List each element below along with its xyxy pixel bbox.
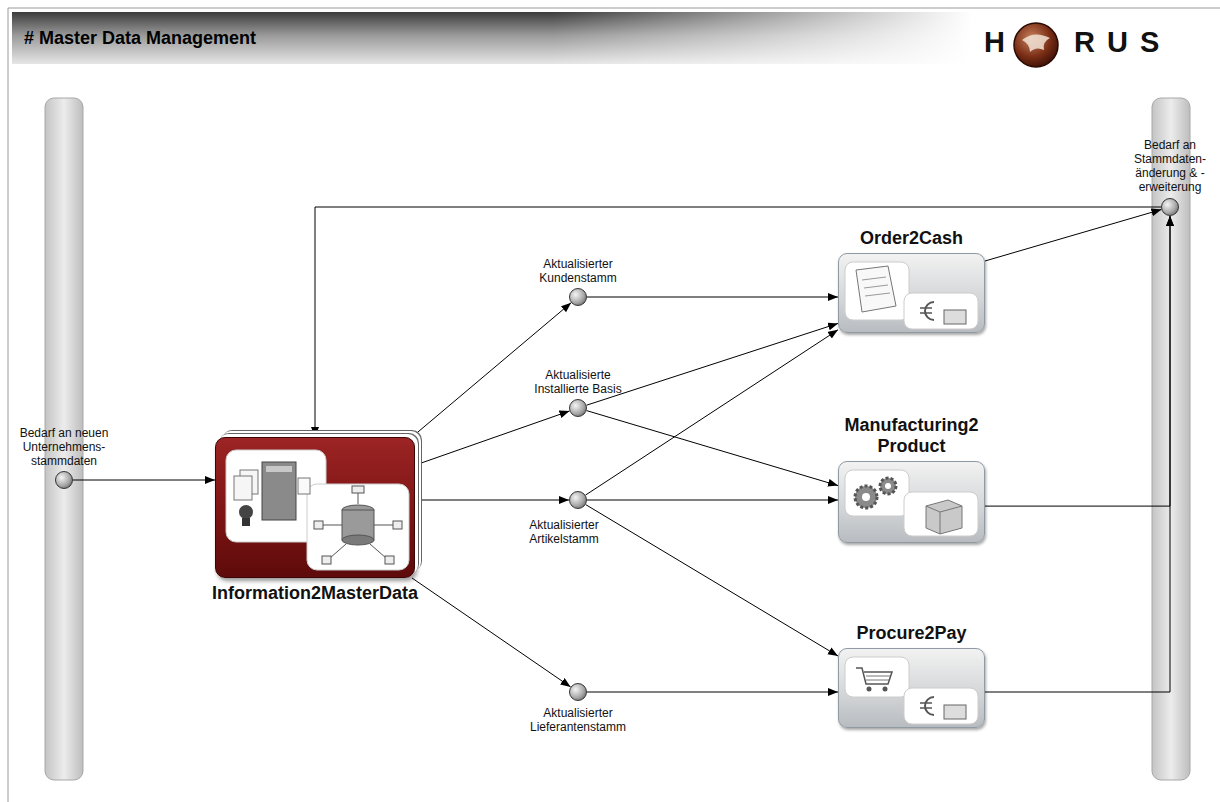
flow-arrow: [587, 500, 838, 501]
flow-arrow: [587, 323, 838, 405]
logo-letters: RUS: [1074, 28, 1171, 57]
process-title: Procure2Pay: [802, 623, 1022, 644]
event-label: Aktualisierter Artikelstamm: [519, 518, 609, 546]
page-title: # Master Data Management: [24, 28, 256, 49]
logo-letter: H: [984, 28, 1005, 57]
flow-arrow: [586, 330, 839, 495]
process-title: Order2Cash: [802, 228, 1022, 249]
event-label: Aktualisierter Kundenstamm: [520, 257, 636, 285]
flow-arrow: [315, 207, 1161, 437]
event-circle: Aktualisierte Installierte Basis: [569, 399, 587, 417]
event-circle: Bedarf an Stammdaten- änderung & -erweit…: [1161, 198, 1179, 216]
flow-arrow: [587, 411, 838, 486]
frame-line: [8, 8, 9, 802]
event-label: Aktualisierte Installierte Basis: [528, 368, 628, 396]
event-circle: Aktualisierter Kundenstamm: [569, 288, 587, 306]
event-label: Aktualisierter Lieferantenstamm: [516, 706, 640, 734]
procure-icons: [845, 657, 978, 724]
event-label: Bedarf an neuen Unternehmens- stammdaten: [12, 426, 116, 468]
event-circle: Aktualisierter Lieferantenstamm: [569, 683, 587, 701]
flow-arrow: [985, 216, 1170, 692]
info-icons: [226, 450, 409, 570]
flow-arrow: [586, 505, 838, 656]
event-label: Bedarf an Stammdaten- änderung & -erweit…: [1128, 138, 1212, 194]
event-circle: Aktualisierter Artikelstamm: [569, 491, 587, 509]
flow-arrow: [985, 210, 1161, 262]
process-title: Manufacturing2 Product: [827, 415, 997, 457]
order-icons: [845, 262, 978, 329]
swimlane-bar: [1152, 98, 1190, 780]
flow-arrow: [587, 692, 838, 693]
manufacturing-icons: [845, 470, 978, 536]
flow-arrow: [415, 500, 569, 501]
logo-emblem: [1014, 23, 1058, 67]
event-circle: Bedarf an neuen Unternehmens- stammdaten: [55, 471, 73, 489]
flow-arrow: [73, 480, 215, 481]
process-title: Information2MasterData: [175, 583, 455, 604]
flow-arrow: [587, 297, 838, 298]
flow-arrow: [412, 578, 571, 687]
frame-line: [8, 8, 1220, 9]
flow-arrow: [415, 411, 570, 465]
flow-arrow: [985, 216, 1170, 506]
